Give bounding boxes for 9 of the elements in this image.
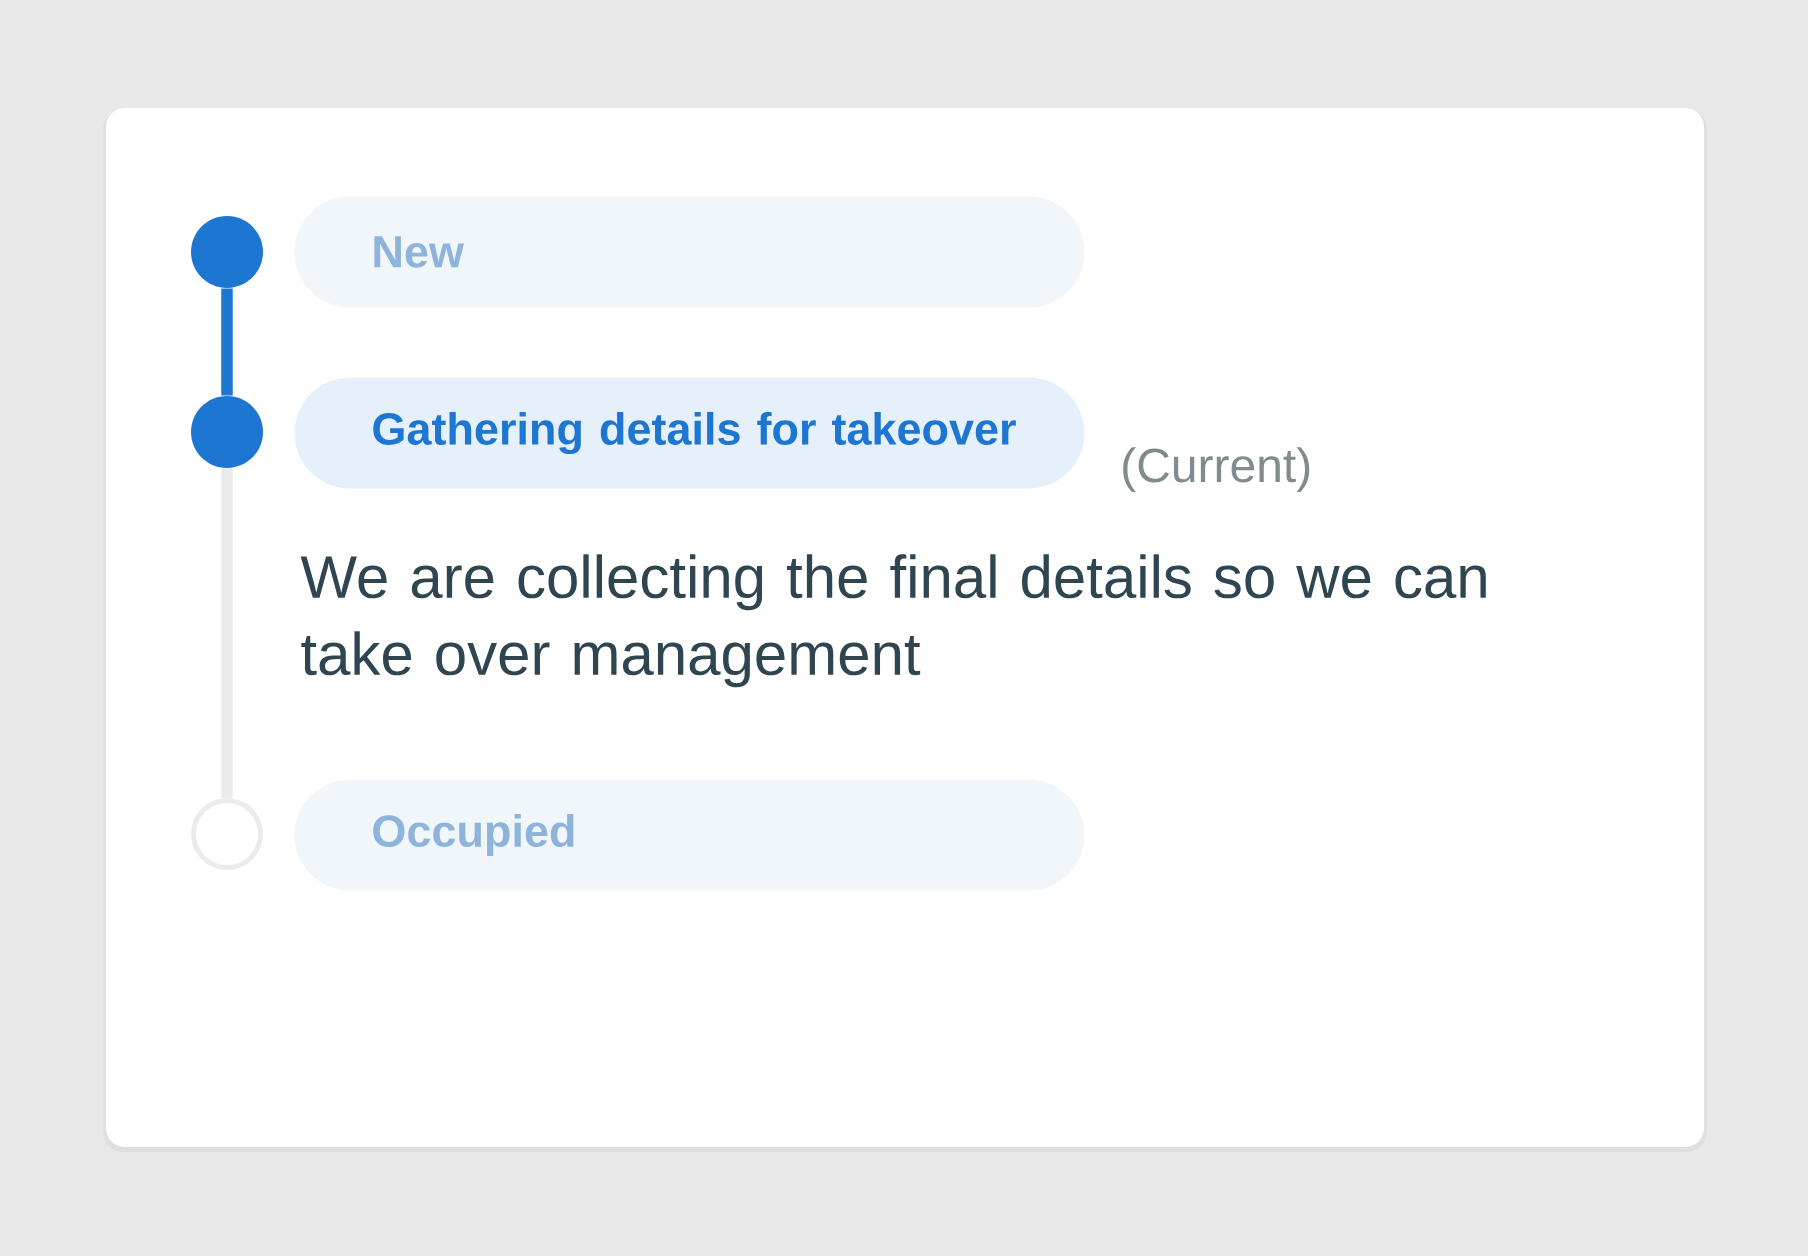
step-pill: New [294,196,1085,308]
step-dot [191,396,263,468]
timeline-line [221,468,233,798]
step-description: We are collecting the final details so we can take over management [300,554,1486,688]
step-pill: Occupied [294,779,1085,891]
timeline-line [221,288,233,396]
step-pill: Gathering details for takeover [294,377,1085,489]
step-dot [191,216,263,288]
status-note: (Current) [1123,447,1310,492]
